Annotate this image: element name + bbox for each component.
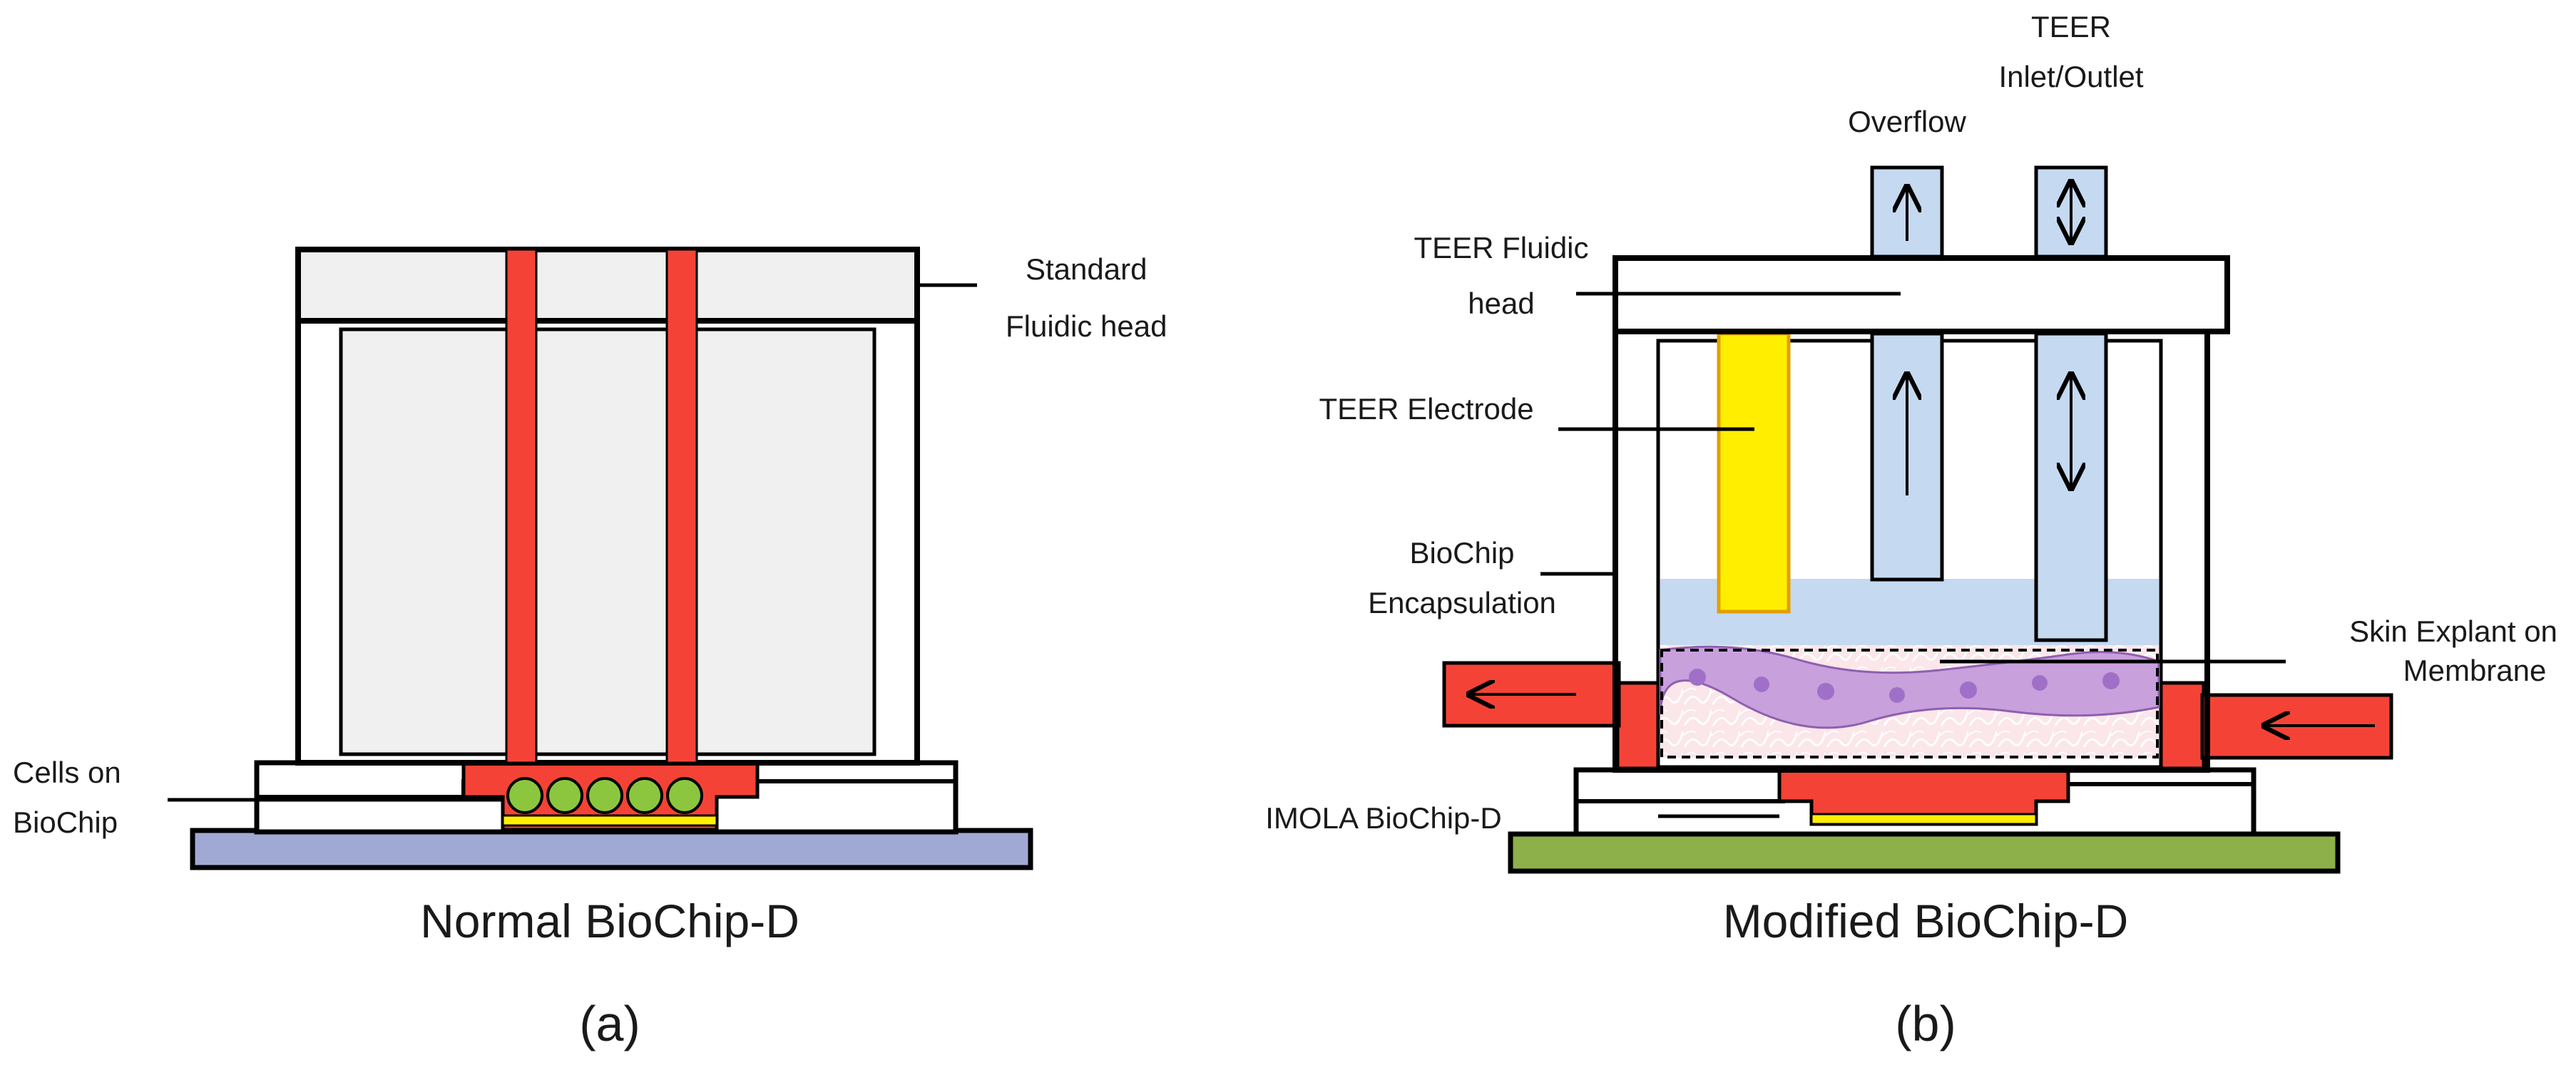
label-teer-head-line1: TEER Fluidic bbox=[1414, 231, 1588, 264]
fluid-channel-left bbox=[505, 248, 538, 764]
membrane-b bbox=[1810, 813, 2038, 825]
overflow-tube-top bbox=[1870, 165, 1944, 259]
cell bbox=[666, 777, 703, 814]
tissue-cell bbox=[1817, 683, 1834, 700]
label-imola: IMOLA BioChip-D bbox=[1265, 801, 1501, 835]
panel-a: Standard Fluidic head Cells on BioChip N… bbox=[13, 247, 1167, 1051]
teer-electrode bbox=[1717, 331, 1791, 614]
label-encapsulation-line2: Encapsulation bbox=[1368, 586, 1556, 619]
label-teer-electrode: TEER Electrode bbox=[1319, 392, 1533, 426]
membrane bbox=[501, 814, 718, 827]
base-plate bbox=[190, 828, 1033, 870]
cell bbox=[586, 777, 623, 814]
cell bbox=[506, 777, 543, 814]
membrane-dashed bbox=[1660, 649, 2159, 758]
label-skin-line1: Skin Explant on bbox=[2349, 614, 2557, 648]
side-port-left bbox=[1442, 661, 1621, 728]
standard-fluidic-head bbox=[295, 247, 920, 766]
tissue-cell bbox=[2032, 675, 2048, 691]
cell bbox=[626, 777, 663, 814]
teer-tube-inner bbox=[2034, 331, 2108, 642]
label-cells-line2: BioChip bbox=[13, 806, 118, 839]
base-plate bbox=[1508, 831, 2341, 874]
panel-letter-a: (a) bbox=[579, 996, 640, 1051]
label-standard-line1: Standard bbox=[1026, 252, 1147, 286]
label-overflow: Overflow bbox=[1848, 105, 1966, 138]
label-encapsulation-line1: BioChip bbox=[1409, 536, 1514, 570]
tissue-cell bbox=[2102, 672, 2120, 689]
label-skin-line2: Membrane bbox=[2403, 654, 2547, 687]
caption-a: Normal BioChip-D bbox=[420, 895, 799, 947]
panel-b: Overflow TEER Inlet/Outlet TEER Fluidic … bbox=[1265, 10, 2557, 1051]
skin-explant bbox=[1659, 645, 2160, 758]
tissue-cell bbox=[1960, 681, 1977, 699]
tissue-cell bbox=[1689, 669, 1706, 686]
panel-letter-b: (b) bbox=[1895, 996, 1956, 1051]
tissue-cell bbox=[1754, 676, 1769, 692]
label-standard-line2: Fluidic head bbox=[1006, 309, 1167, 343]
cell bbox=[546, 777, 583, 814]
cells bbox=[506, 777, 703, 814]
teer-tube-top bbox=[2034, 165, 2108, 259]
label-teer-inlet-line1: TEER bbox=[2031, 10, 2111, 43]
tissue-cell bbox=[1889, 687, 1905, 703]
fluid-channel-right bbox=[665, 248, 698, 764]
label-cells-line1: Cells on bbox=[13, 756, 121, 789]
side-port-right bbox=[2200, 693, 2393, 760]
label-teer-head-line2: head bbox=[1468, 287, 1534, 320]
caption-b: Modified BioChip-D bbox=[1723, 895, 2129, 947]
overflow-tube-inner bbox=[1870, 331, 1944, 582]
label-teer-inlet-line2: Inlet/Outlet bbox=[1998, 60, 2143, 93]
